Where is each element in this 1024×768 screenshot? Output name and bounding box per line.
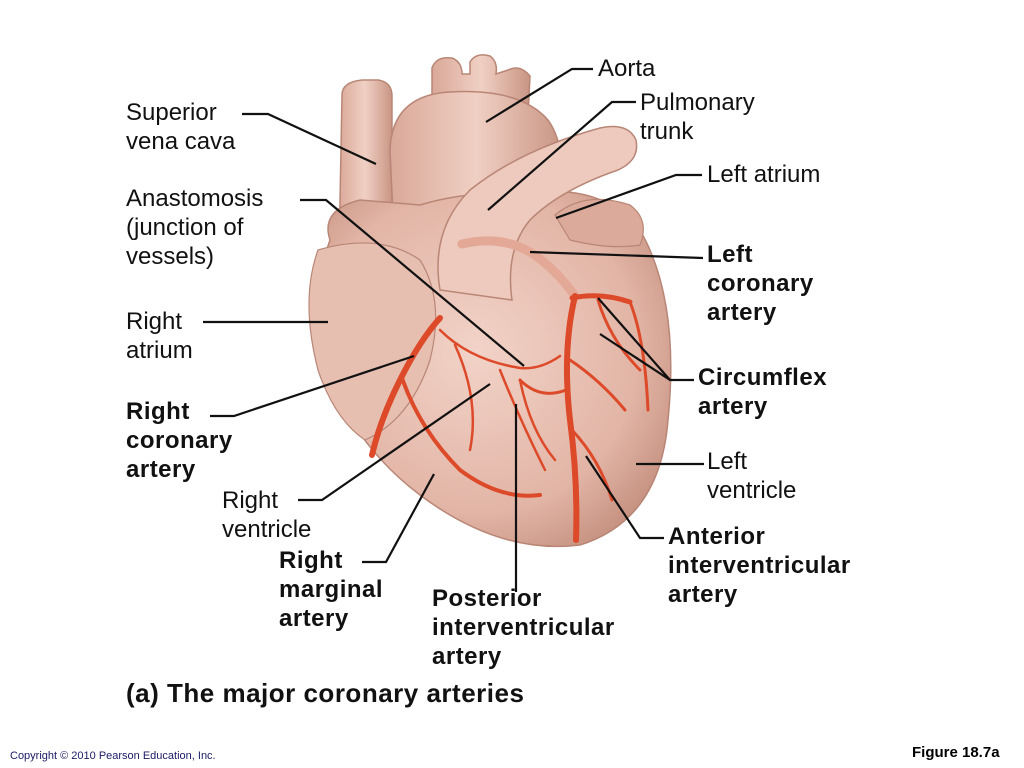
leader-lines — [203, 67, 704, 592]
label-superior-vena-cava: Superior vena cava — [126, 99, 236, 155]
copyright-notice: Copyright © 2010 Pearson Education, Inc. — [10, 750, 216, 762]
coronary-arteries — [369, 236, 650, 543]
leader-superior-vena-cava — [242, 112, 377, 165]
label-left-atrium: Left atrium — [707, 161, 821, 188]
right-atrium-shape — [308, 242, 437, 441]
anterior-interventricular-artery-vessel — [563, 293, 580, 543]
label-left-coronary-artery: Left coronary artery — [707, 241, 814, 326]
right-coronary-artery-vessel — [369, 315, 443, 458]
leader-left-atrium — [555, 173, 702, 220]
figure-reference: Figure 18.7a — [912, 744, 1000, 761]
leader-right-marginal — [362, 473, 435, 564]
label-anterior-interventricular-artery: Anterior interventricular artery — [668, 523, 851, 608]
leader-right-ventricle — [298, 383, 491, 502]
label-pulmonary-trunk: Pulmonary trunk — [640, 89, 755, 145]
label-anastomosis: Anastomosis (junction of vessels) — [126, 185, 264, 270]
label-left-ventricle: Left ventricle — [707, 448, 797, 504]
leader-anastomosis — [300, 198, 525, 367]
left-coronary-artery-vessel — [457, 236, 580, 301]
label-aorta: Aorta — [598, 55, 656, 82]
anastomosis-network — [438, 328, 562, 472]
leader-right-coronary-artery — [210, 354, 415, 418]
leader-circumflex-b — [599, 333, 671, 381]
figure-caption: (a) The major coronary arteries — [126, 678, 525, 708]
label-posterior-interventricular-artery: Posterior interventricular artery — [432, 585, 615, 670]
leader-left-coronary-artery — [529, 250, 704, 260]
leader-anterior-interventricular — [585, 455, 664, 540]
pulmonary-trunk-shape — [437, 125, 638, 301]
label-right-atrium: Right atrium — [126, 308, 193, 364]
right-marginal-artery-vessel — [400, 376, 542, 498]
label-right-ventricle: Right ventricle — [222, 487, 312, 543]
leader-pulmonary-trunk — [487, 100, 636, 211]
leader-aorta — [485, 67, 593, 123]
label-circumflex-artery: Circumflex artery — [698, 364, 828, 420]
label-right-marginal-artery: Right marginal artery — [279, 547, 384, 632]
label-right-coronary-artery: Right coronary artery — [126, 398, 233, 483]
anterior-branches — [518, 298, 650, 502]
